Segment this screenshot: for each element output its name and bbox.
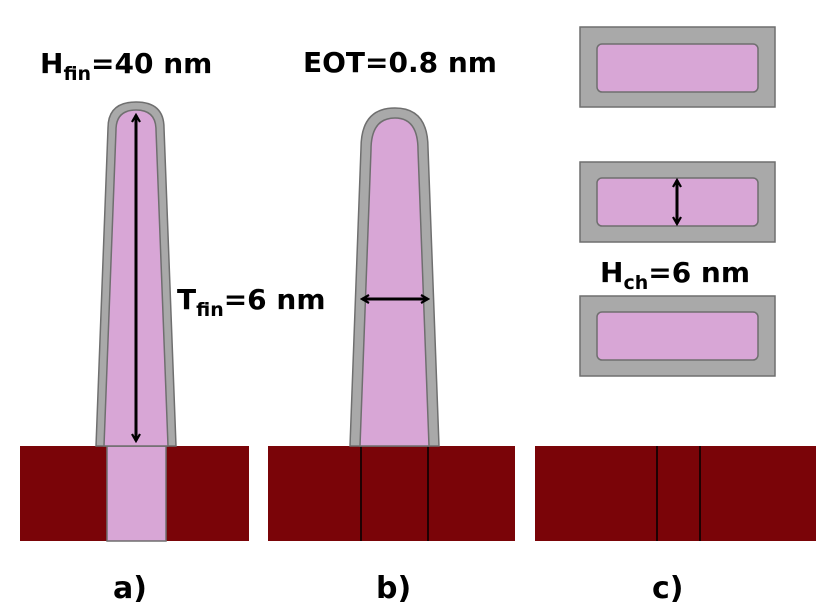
nanosheet-bottom [579, 295, 776, 377]
hch-label: Hch=6 nm [600, 256, 750, 294]
tfin-label: Tfin=6 nm [177, 283, 326, 321]
nanosheet-top [579, 26, 776, 108]
substrate-b [268, 446, 515, 541]
panel-label-a: a) [113, 571, 147, 606]
panel-a [20, 101, 249, 542]
panel-b [268, 107, 515, 541]
panel-label-c: c) [652, 571, 684, 606]
substrate-channel-a [106, 445, 167, 542]
hfin-label: Hfin=40 nm [40, 47, 212, 85]
panel-c [535, 26, 816, 541]
panel-label-b: b) [376, 571, 411, 606]
substrate-c [535, 446, 816, 541]
fin-channel-b [359, 117, 430, 447]
eot-label: EOT=0.8 nm [303, 46, 497, 79]
